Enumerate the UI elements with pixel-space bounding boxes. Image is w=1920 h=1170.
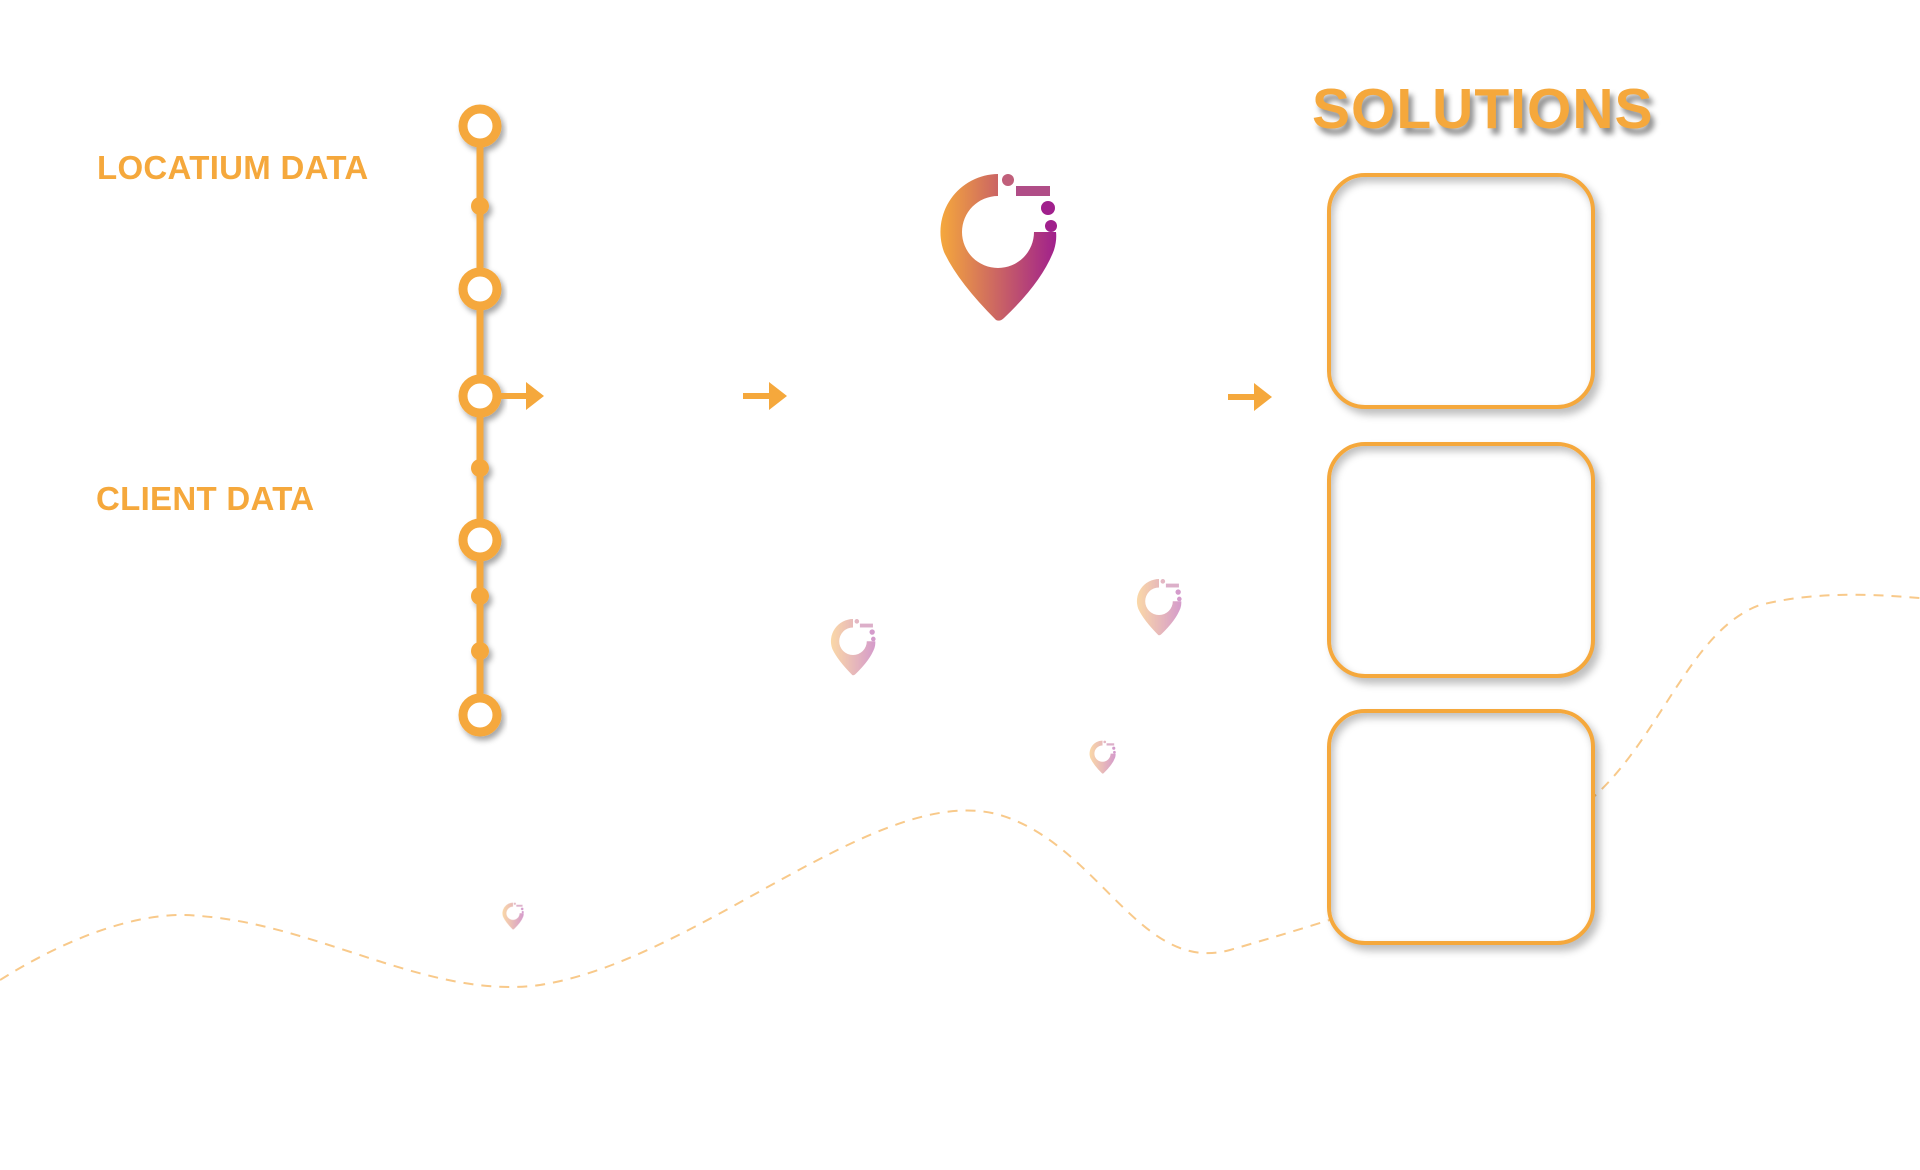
arrow-right-icon [500,382,544,410]
solution-box-3 [1327,709,1595,945]
location-pin-icon [1089,740,1116,774]
timeline-node-icon [458,693,502,737]
solution-box-2 [1327,442,1595,678]
location-pin-icon [830,619,876,676]
location-pin-icon [1136,579,1182,636]
solution-box-1 [1327,173,1595,409]
timeline-node-icon [458,104,502,148]
timeline-node-icon [458,267,502,311]
timeline-node-icon [458,518,502,562]
arrow-right-icon [1228,383,1272,411]
timeline [458,104,502,737]
dashed-route-line [0,593,1920,988]
locatium-data-label: LOCATIUM DATA [97,149,369,186]
arrow-right-icon [743,382,787,410]
locatium-logo-icon [940,174,1057,321]
solutions-title: SOLUTIONS [1312,77,1654,141]
client-data-label: CLIENT DATA [96,480,315,517]
location-pin-icon [502,902,524,930]
timeline-node-icon [458,374,502,418]
